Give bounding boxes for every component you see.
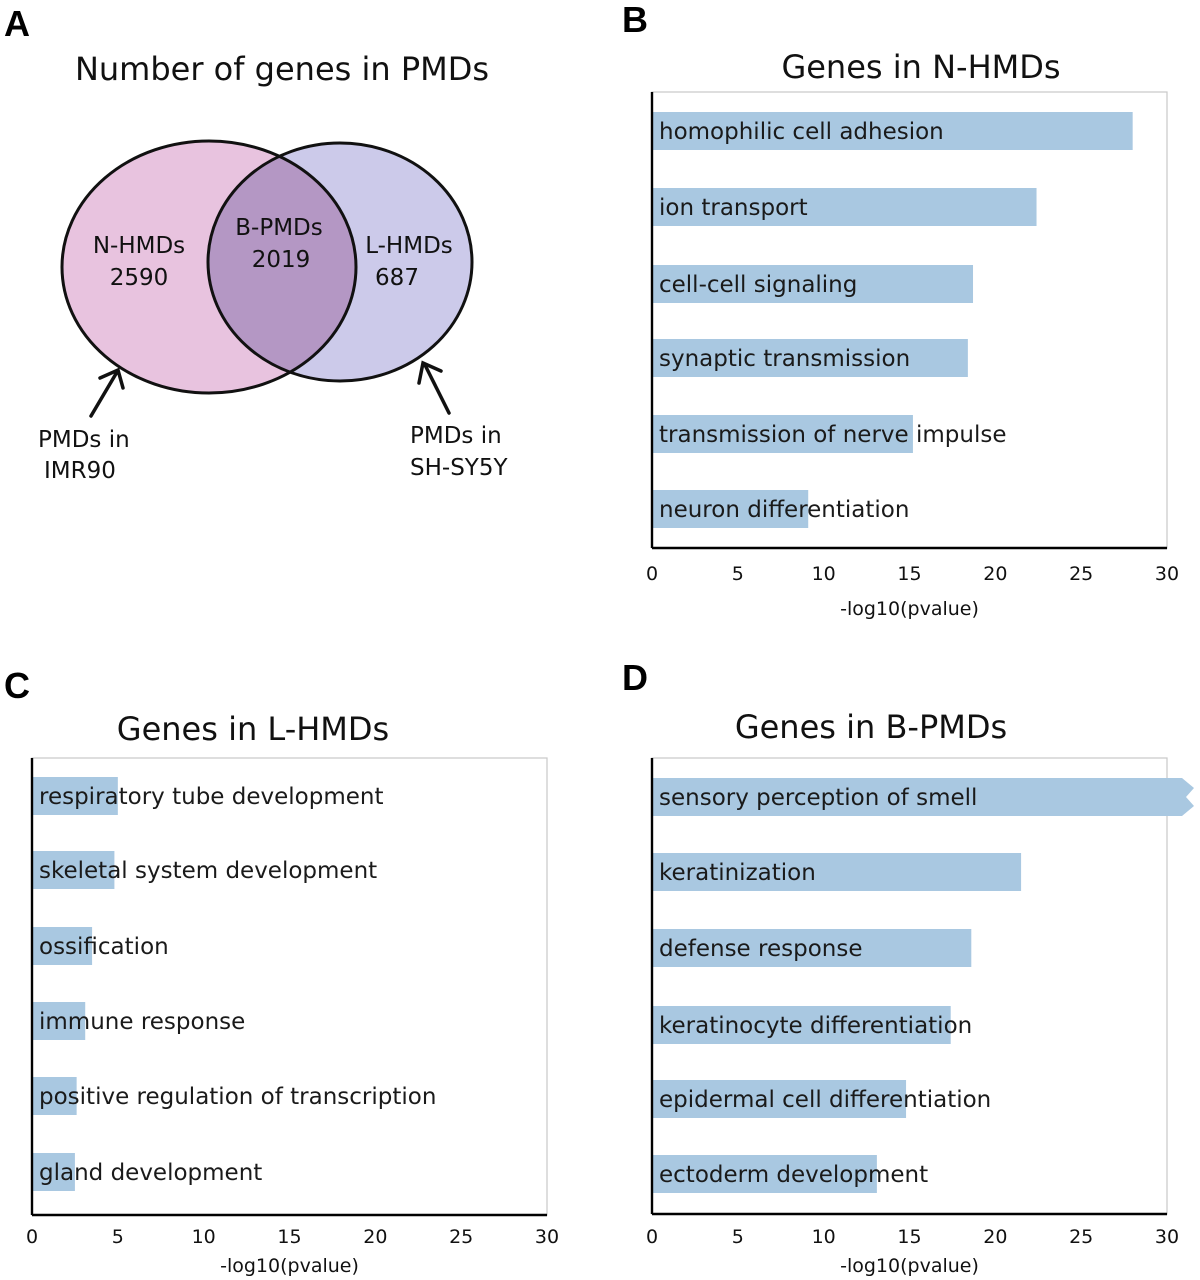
- x-tick-label: 0: [26, 1226, 38, 1248]
- bar-label: ectoderm development: [659, 1162, 928, 1188]
- panel-letter-c: C: [4, 665, 30, 706]
- x-tick-label: 25: [449, 1226, 473, 1248]
- venn-right-outline: [206, 141, 474, 383]
- bar-label: respiratory tube development: [39, 784, 383, 810]
- chart-title: Genes in B-PMDs: [735, 708, 1007, 746]
- bar: [32, 1077, 77, 1115]
- bar: [652, 265, 974, 303]
- x-tick-label: 5: [732, 563, 744, 585]
- x-tick-label: 10: [192, 1226, 216, 1248]
- note-left-line1: PMDs in: [38, 427, 130, 453]
- arrow-left: [89, 367, 125, 418]
- bar-label: skeletal system development: [39, 858, 377, 884]
- venn-title: Number of genes in PMDs: [75, 50, 489, 88]
- note-right-line2: SH-SY5Y: [410, 455, 508, 481]
- bar-label: neuron differentiation: [659, 497, 909, 523]
- bar: [652, 929, 972, 967]
- x-tick-label: 25: [1069, 1226, 1093, 1248]
- bar-label: homophilic cell adhesion: [659, 119, 944, 145]
- bar-label: cell-cell signaling: [659, 272, 857, 298]
- bar: [32, 1002, 86, 1040]
- x-axis-title: -log10(pvalue): [840, 1255, 979, 1277]
- bar: [32, 851, 115, 889]
- bar-label: keratinization: [659, 860, 816, 886]
- bar: [652, 778, 1194, 816]
- x-tick-label: 0: [646, 1226, 658, 1248]
- bar-label: ossification: [39, 934, 169, 960]
- plot-frame: [31, 757, 548, 1216]
- venn-left-outline: [60, 139, 358, 395]
- venn-middle-name: B-PMDs: [235, 215, 323, 241]
- bar: [652, 490, 809, 528]
- note-left-line2: IMR90: [44, 458, 116, 484]
- x-tick-label: 20: [983, 1226, 1007, 1248]
- x-tick-label: 25: [1069, 563, 1093, 585]
- bar-chart-n-hmds: Genes in N-HMDs homophilic cell adhesion i…: [646, 48, 1179, 620]
- x-tick-label: 20: [983, 563, 1007, 585]
- x-axis-title: -log10(pvalue): [220, 1255, 359, 1277]
- bar-label: synaptic transmission: [659, 346, 910, 372]
- chart-title: Genes in L-HMDs: [117, 710, 389, 748]
- x-tick-label: 30: [535, 1226, 559, 1248]
- venn-left-count: 2590: [110, 265, 169, 291]
- x-tick-label: 5: [732, 1226, 744, 1248]
- x-tick-label: 5: [112, 1226, 124, 1248]
- venn-middle-count: 2019: [252, 247, 311, 273]
- bar-label: ion transport: [659, 195, 808, 221]
- venn-overlap: [208, 143, 356, 381]
- x-tick-label: 30: [1155, 563, 1179, 585]
- bar-label: immune response: [39, 1009, 245, 1035]
- chart-title: Genes in N-HMDs: [781, 48, 1060, 86]
- bar: [652, 853, 1022, 891]
- x-tick-label: 15: [897, 1226, 921, 1248]
- bar-chart-b-pmds: Genes in B-PMDs sensory perception of sme…: [646, 708, 1194, 1277]
- x-tick-label: 10: [812, 563, 836, 585]
- x-tick-label: 10: [812, 1226, 836, 1248]
- bar: [32, 1153, 75, 1191]
- venn-left-name: N-HMDs: [93, 233, 185, 259]
- bar: [652, 1080, 907, 1118]
- bar-label: defense response: [659, 936, 863, 962]
- arrow-right: [417, 360, 451, 415]
- plot-frame: [651, 91, 1168, 549]
- bar: [32, 927, 93, 965]
- plot-frame: [651, 757, 1168, 1215]
- bar-label: keratinocyte differentiation: [659, 1013, 972, 1039]
- bar: [652, 339, 968, 377]
- panel-letter-b: B: [622, 0, 648, 40]
- note-right-line1: PMDs in: [410, 423, 502, 449]
- panel-letter-d: D: [622, 657, 648, 698]
- bar-chart-l-hmds: Genes in L-HMDs respiratory tube developm…: [26, 710, 559, 1277]
- x-tick-label: 15: [277, 1226, 301, 1248]
- bar-label: transmission of nerve impulse: [659, 422, 1006, 448]
- bar-label: positive regulation of transcription: [39, 1084, 436, 1110]
- bar: [652, 415, 913, 453]
- venn-right-count: 687: [375, 265, 419, 291]
- x-tick-label: 15: [897, 563, 921, 585]
- x-axis-title: -log10(pvalue): [840, 598, 979, 620]
- panel-letter-a: A: [4, 3, 30, 44]
- panel-a: A Number of genes in PMDs N-HMDs 2590 B-…: [4, 3, 508, 484]
- bar: [652, 188, 1037, 226]
- bar: [32, 777, 118, 815]
- bar-label: epidermal cell differentiation: [659, 1087, 991, 1113]
- bar-label: gland development: [39, 1160, 262, 1186]
- x-tick-label: 0: [646, 563, 658, 585]
- bar: [652, 1006, 951, 1044]
- bar-label: sensory perception of smell: [659, 785, 977, 811]
- x-tick-label: 30: [1155, 1226, 1179, 1248]
- x-tick-label: 20: [363, 1226, 387, 1248]
- bar: [652, 112, 1133, 150]
- venn-right-name: L-HMDs: [365, 233, 453, 259]
- bar: [652, 1155, 877, 1193]
